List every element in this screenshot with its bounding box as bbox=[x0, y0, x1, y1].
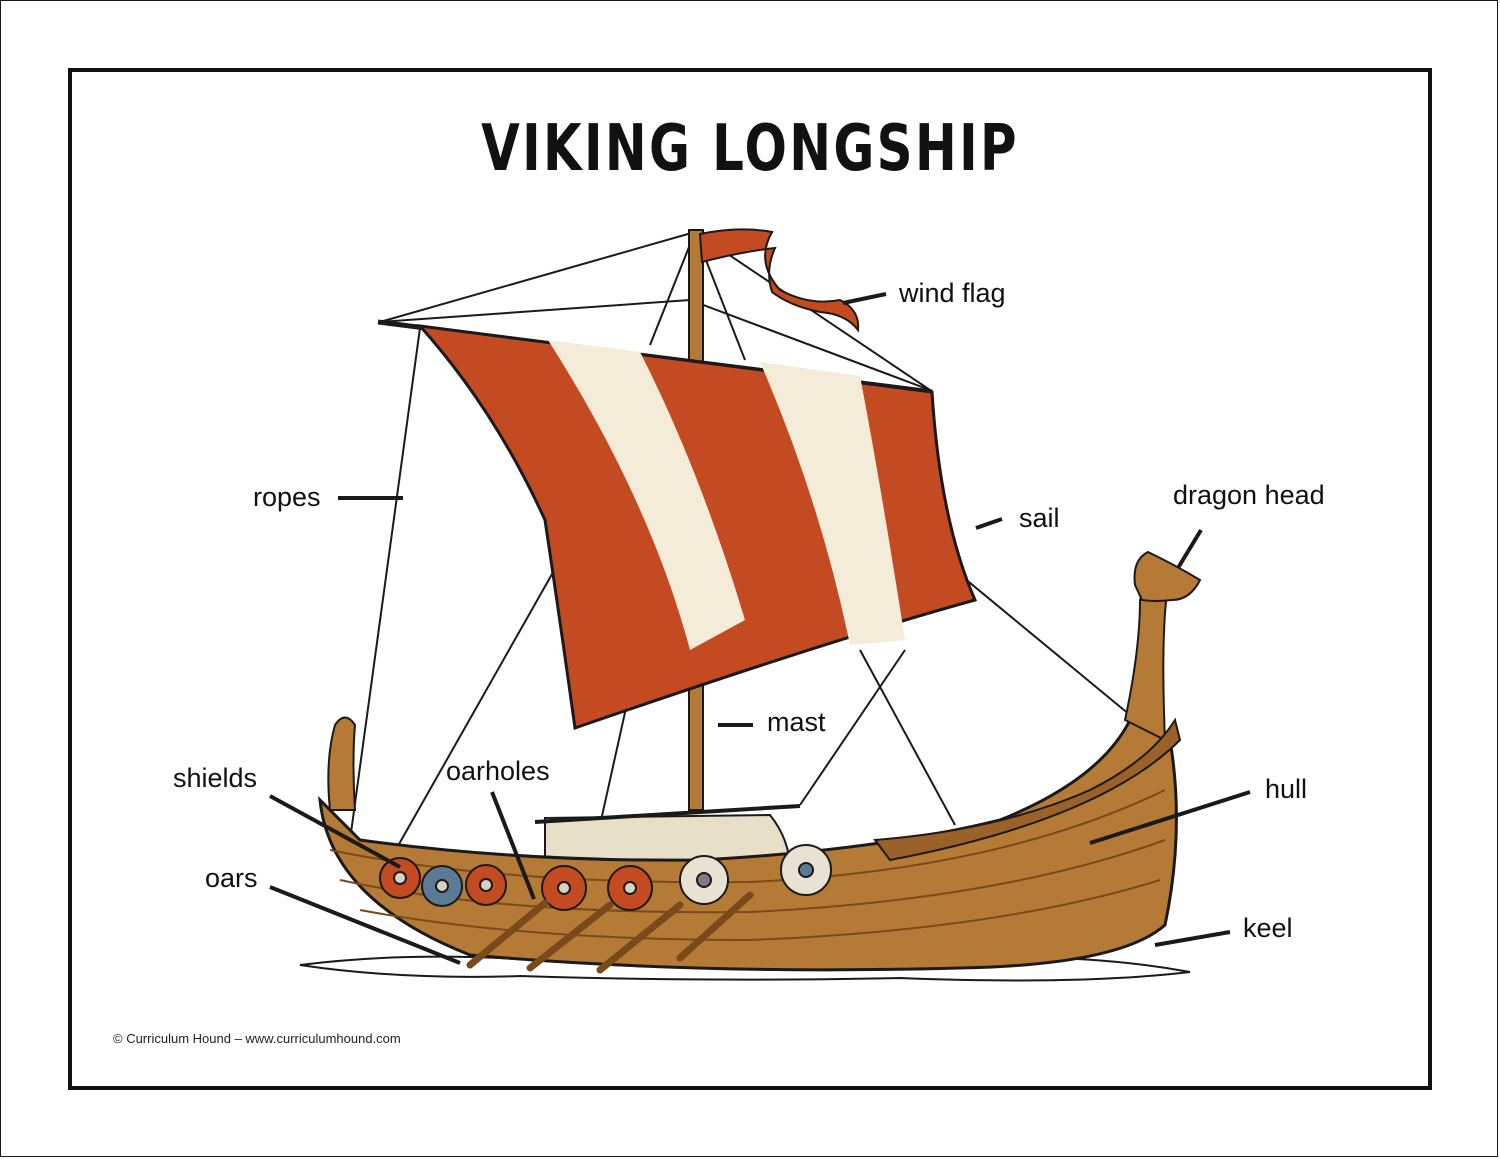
label-oarholes: oarholes bbox=[446, 756, 550, 786]
label-dragon-head: dragon head bbox=[1173, 480, 1325, 510]
shield bbox=[679, 855, 729, 905]
shield bbox=[541, 865, 587, 911]
shield bbox=[465, 864, 507, 906]
deck-beam bbox=[534, 804, 801, 824]
page-title: VIKING LONGSHIP bbox=[481, 112, 1019, 186]
shield bbox=[421, 865, 463, 907]
shields bbox=[379, 844, 832, 911]
carved-panel bbox=[873, 717, 1182, 862]
label-oars: oars bbox=[205, 863, 258, 893]
label-keel: keel bbox=[1243, 913, 1293, 943]
label-wind-flag: wind flag bbox=[899, 278, 1006, 308]
shield bbox=[780, 844, 832, 896]
wind-flag bbox=[698, 228, 860, 333]
label-ropes: ropes bbox=[253, 482, 321, 512]
label-shields: shields bbox=[173, 763, 258, 793]
dragon-head bbox=[1133, 550, 1202, 602]
copyright-credit: © Curriculum Hound – www.curriculumhound… bbox=[113, 1031, 401, 1046]
label-mast: mast bbox=[767, 707, 826, 737]
shield bbox=[379, 857, 421, 899]
shield bbox=[607, 865, 653, 911]
leader-lines bbox=[269, 292, 1251, 965]
oars bbox=[466, 891, 754, 974]
sail-stripe bbox=[760, 362, 905, 645]
sail-stripe bbox=[548, 340, 745, 650]
stern-post bbox=[327, 716, 357, 811]
label-sail: sail bbox=[1019, 503, 1060, 533]
label-hull: hull bbox=[1265, 774, 1308, 804]
